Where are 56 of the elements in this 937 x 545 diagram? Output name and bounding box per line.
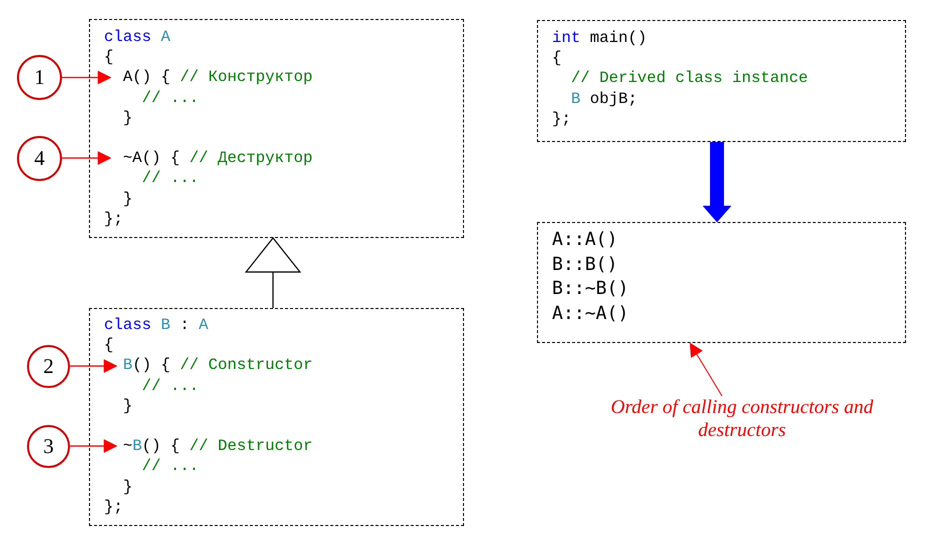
code-text: A::A() — [552, 229, 618, 250]
code-box — [89, 308, 464, 526]
code-text: () { — [142, 437, 180, 456]
output-box — [537, 222, 906, 343]
code-comment: // Constructor — [180, 356, 313, 374]
arrow — [62, 70, 112, 84]
arrow — [70, 439, 118, 453]
arrow — [62, 151, 112, 165]
class-name: B — [132, 437, 142, 456]
code-text: { — [552, 49, 562, 68]
code-comment: // ... — [142, 376, 199, 395]
code-text: }; — [104, 498, 123, 516]
code-comment: // ... — [142, 457, 199, 476]
code-text: ~A() { — [122, 149, 180, 168]
keyword: int — [552, 29, 580, 47]
code-text: main() — [590, 29, 647, 47]
class-name: A — [198, 316, 208, 334]
callout-number: 3 — [27, 424, 70, 468]
code-box — [89, 19, 464, 238]
code-text: } — [122, 108, 132, 127]
class-name: A — [160, 28, 170, 46]
class-name: B — [570, 90, 580, 108]
callout-number: 4 — [17, 136, 62, 180]
keyword: class — [104, 28, 152, 46]
code-text: A::~A() — [552, 302, 629, 324]
class-name: B — [160, 316, 170, 334]
inheritance-arrow — [245, 237, 301, 308]
code-comment: // Деструктор — [189, 149, 313, 168]
code-text: } — [122, 190, 132, 208]
code-comment: // Derived class instance — [570, 69, 808, 88]
code-text: A() { — [122, 68, 170, 86]
annotation-text: Order of calling constructors and destructors — [592, 396, 892, 442]
code-text: B::B() — [552, 254, 618, 275]
code-text: B::~B() — [552, 278, 629, 300]
code-text: { — [104, 336, 114, 354]
code-text: { — [104, 48, 114, 66]
code-text: }; — [552, 110, 571, 128]
code-box — [537, 20, 906, 142]
arrow — [702, 142, 732, 222]
code-comment: // ... — [142, 169, 199, 188]
keyword: class — [104, 316, 152, 334]
code-text: } — [122, 396, 132, 415]
code-text: }; — [104, 210, 123, 228]
code-text: () { — [132, 356, 170, 374]
arrow — [70, 359, 118, 373]
code-comment: // Destructor — [189, 437, 313, 456]
code-text: : — [180, 316, 190, 334]
code-comment: // ... — [142, 88, 199, 107]
code-comment: // Конструктор — [180, 68, 313, 86]
code-text: } — [122, 478, 132, 496]
class-name: B — [122, 356, 132, 374]
arrow — [690, 342, 722, 396]
code-text: ~ — [122, 437, 132, 456]
code-text: objB; — [590, 90, 638, 108]
callout-number: 2 — [27, 344, 70, 388]
callout-number: 1 — [17, 55, 62, 100]
